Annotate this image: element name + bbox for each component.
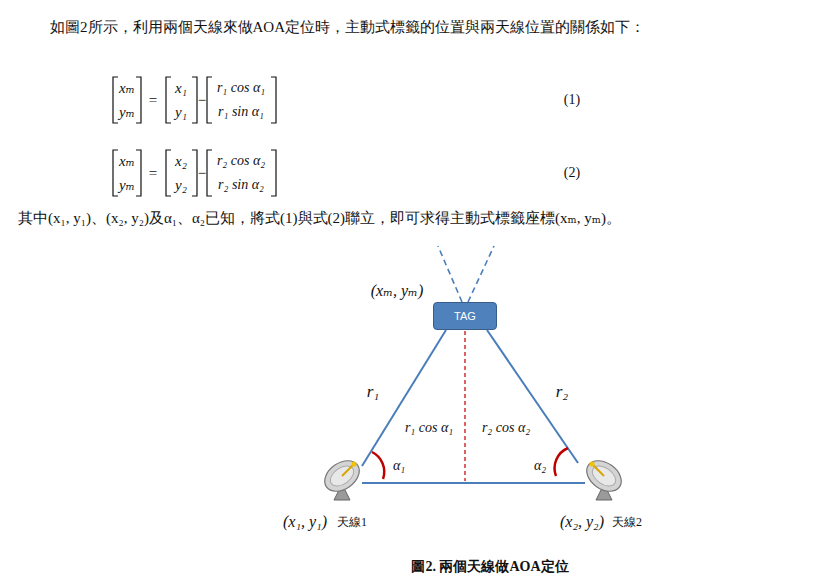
matrix-cell: xₘ bbox=[119, 79, 135, 97]
matrix-cell: xₘ bbox=[119, 152, 135, 170]
matrix-brackets bbox=[113, 77, 276, 196]
matrix-cell: y₂ bbox=[175, 176, 187, 194]
antenna-label: 天線2 bbox=[612, 515, 642, 529]
matrix-cell: yₘ bbox=[119, 176, 135, 194]
figure-caption: 圖2. 兩個天線做AOA定位 bbox=[411, 559, 568, 576]
operator: − bbox=[198, 164, 206, 182]
intro-text: 如圖2所示，利用兩個天線來做AOA定位時，主動式標籤的位置與兩天線位置的關係如下… bbox=[50, 18, 645, 36]
angle-arcs bbox=[372, 448, 568, 479]
length-label: r₁ bbox=[367, 382, 380, 402]
equation-number: (1) bbox=[564, 92, 580, 109]
direction-dashes bbox=[438, 246, 494, 302]
matrix-cell: x₂ bbox=[175, 152, 187, 170]
coordinate-label: (x₁, y₁) bbox=[283, 512, 327, 531]
antenna-label: 天線1 bbox=[337, 515, 367, 529]
antenna-dish bbox=[581, 454, 627, 500]
operator: = bbox=[149, 91, 157, 109]
tag-text: TAG bbox=[454, 310, 476, 322]
length-label: r₂ bbox=[556, 382, 569, 402]
antenna-dish bbox=[319, 454, 365, 500]
matrix-cell: y₁ bbox=[175, 103, 187, 121]
operator: − bbox=[198, 91, 206, 109]
angle-label: α₁ bbox=[393, 458, 405, 475]
angle-label: α₂ bbox=[534, 458, 546, 475]
geometry-lines bbox=[362, 330, 585, 483]
matrix-cell: x₁ bbox=[175, 79, 187, 97]
matrix-cell: r₁ cos α₁ bbox=[217, 80, 265, 97]
matrix-cell: r₁ sin α₁ bbox=[218, 104, 264, 121]
equation-number: (2) bbox=[564, 165, 580, 182]
matrix-cell: yₘ bbox=[119, 103, 135, 121]
tag-box: TAG bbox=[433, 302, 497, 330]
operator: = bbox=[149, 164, 157, 182]
coordinate-label: (xₘ, yₘ) bbox=[371, 281, 423, 300]
matrix-cell: r₂ sin α₂ bbox=[218, 177, 264, 194]
perpendicular-line bbox=[464, 331, 465, 481]
projection-label: r₂ cos α₂ bbox=[482, 420, 530, 437]
explanation-text: 其中(x₁, y₁)、(x₂, y₂)及α₁、α₂已知，將式(1)與式(2)聯立… bbox=[18, 209, 621, 227]
coordinate-label: (x₂, y₂) bbox=[560, 512, 604, 531]
matrix-cell: r₂ cos α₂ bbox=[217, 153, 265, 170]
projection-label: r₁ cos α₁ bbox=[405, 420, 453, 437]
